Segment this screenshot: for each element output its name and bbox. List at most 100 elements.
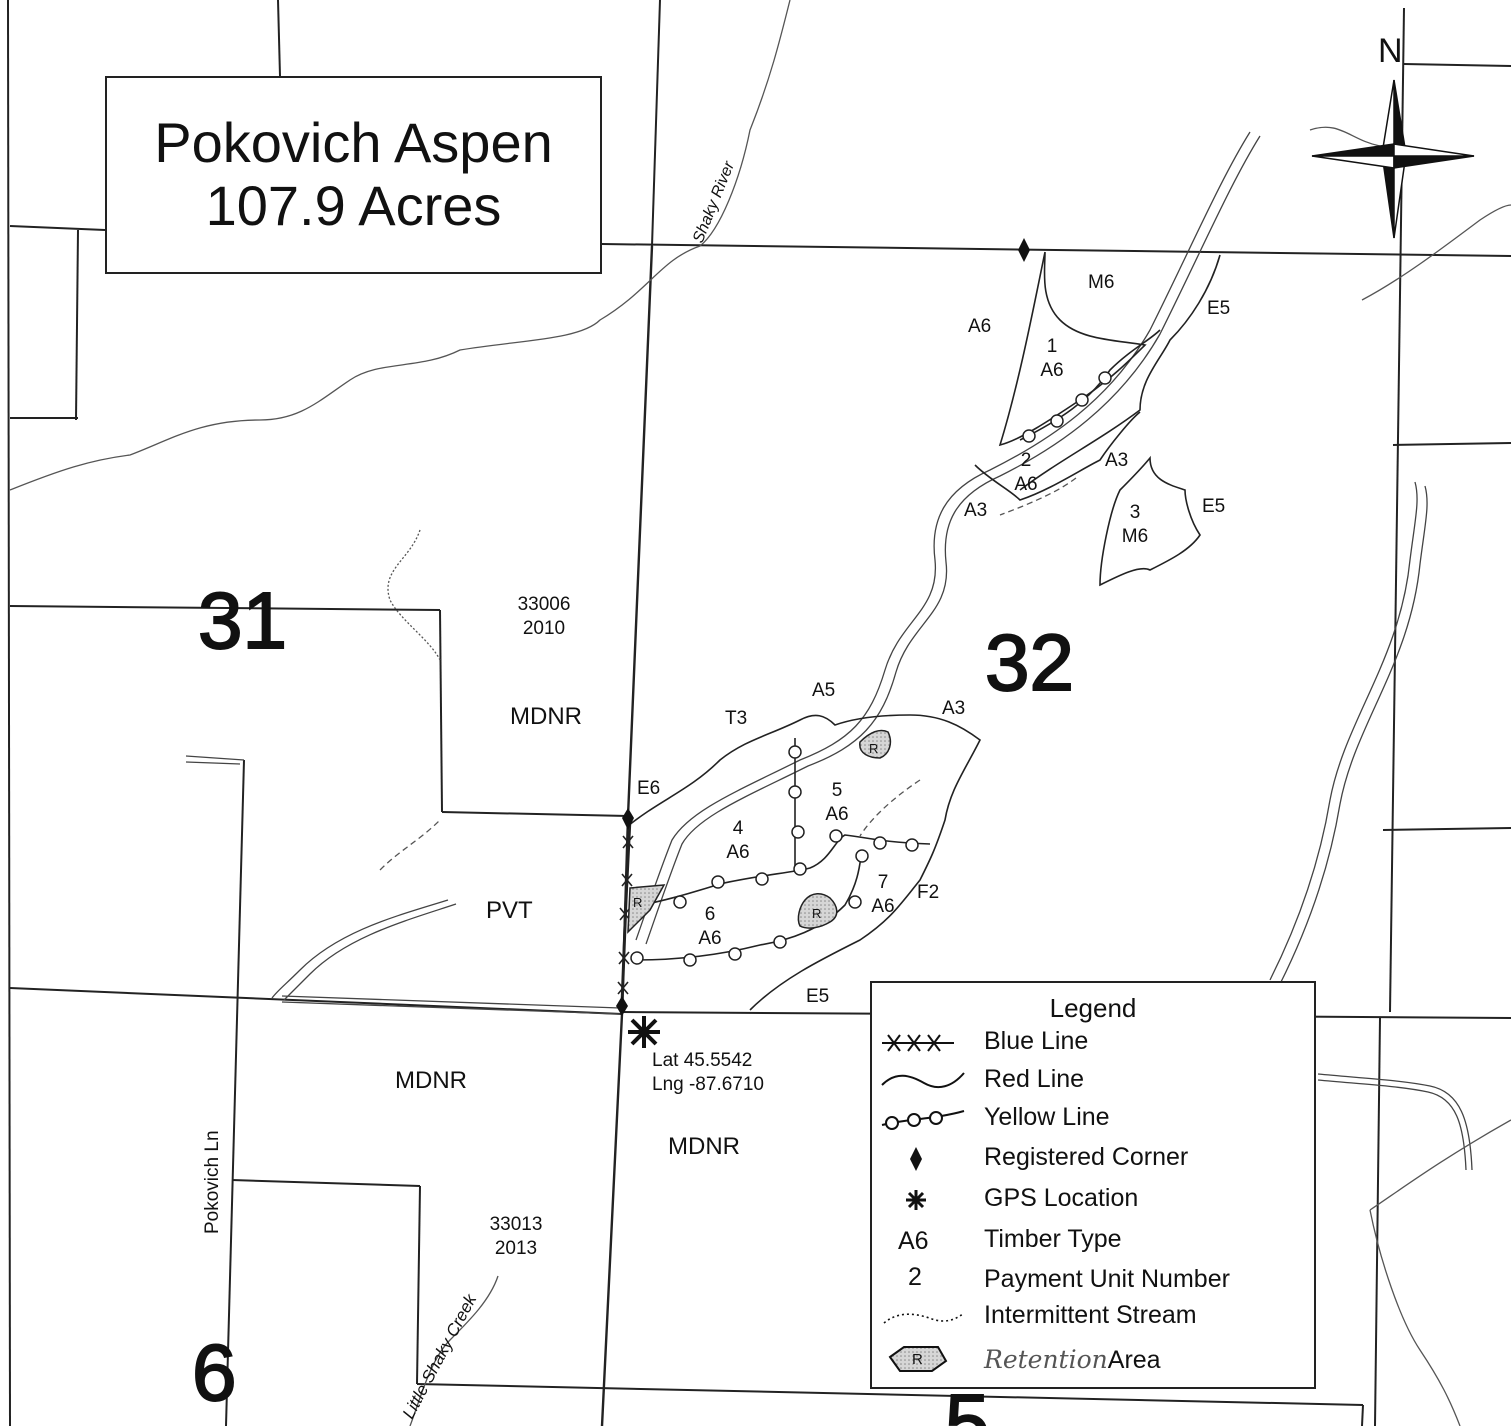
map-title-box: Pokovich Aspen 107.9 Acres bbox=[105, 76, 602, 274]
yellow-line-circle-mark bbox=[791, 825, 805, 839]
legend-label: Blue Line bbox=[984, 1027, 1089, 1055]
registered-corner-icon bbox=[616, 996, 628, 1016]
yellow-line-circle-mark bbox=[755, 872, 769, 886]
ownership-label: MDNR bbox=[668, 1133, 740, 1160]
retention-areas bbox=[627, 729, 892, 934]
retention-marker: R bbox=[633, 895, 642, 910]
retention-area-3 bbox=[627, 884, 666, 934]
legend-handwritten: Retention bbox=[984, 1345, 1108, 1374]
intermittent-stream-6 bbox=[1369, 1209, 1461, 1426]
legend-label: Timber Type bbox=[984, 1225, 1122, 1253]
retention-area-1 bbox=[859, 729, 892, 759]
yellow-line-circle-mark bbox=[773, 935, 787, 949]
yellow-line-icon bbox=[881, 1110, 965, 1130]
timber-type-label: F2 bbox=[917, 882, 939, 903]
little-shaky-creek-label: Little Shaky Creek bbox=[399, 1290, 481, 1422]
yellow-line-circle-mark bbox=[1022, 429, 1036, 443]
payment-unit-type: M6 bbox=[1122, 526, 1148, 547]
legend-item-blue-line: Blue Line bbox=[872, 1023, 1314, 1063]
blue-line bbox=[620, 817, 632, 1005]
stand-year: 2010 bbox=[523, 618, 565, 639]
timber-type-label: E5 bbox=[1202, 496, 1225, 517]
yellow-line-marks bbox=[630, 371, 1112, 967]
north-arrow-icon bbox=[1311, 79, 1475, 239]
intermittent-stream-5 bbox=[1369, 1119, 1511, 1211]
intermittent-stream-2 bbox=[379, 819, 441, 871]
intermittent-stream-7 bbox=[1361, 204, 1511, 301]
legend-item-payment-unit: 2 Payment Unit Number bbox=[872, 1259, 1314, 1299]
blue-line-icon bbox=[882, 1034, 954, 1052]
timber-type-label: A3 bbox=[942, 698, 965, 719]
legend-label: Payment Unit Number bbox=[984, 1265, 1230, 1293]
map-title: Pokovich Aspen bbox=[154, 111, 553, 174]
timber-type-label: A3 bbox=[1105, 450, 1128, 471]
yellow-line-circle-mark bbox=[905, 838, 919, 852]
section-line-center bbox=[600, 245, 654, 1426]
intermittent-stream-1 bbox=[387, 529, 441, 661]
payment-unit-type: A6 bbox=[1014, 474, 1037, 495]
payment-unit-number: 4 bbox=[733, 818, 744, 839]
retention-area-2 bbox=[797, 893, 838, 929]
legend-item-red-line: Red Line bbox=[872, 1061, 1314, 1101]
timber-type-label: T3 bbox=[725, 708, 747, 729]
registered-corner-icon bbox=[1018, 238, 1030, 262]
payment-unit-number: 2 bbox=[1021, 450, 1032, 471]
ownership-label: MDNR bbox=[395, 1067, 467, 1094]
unit-1-boundary bbox=[998, 251, 1147, 447]
red-line-icon bbox=[881, 1072, 965, 1089]
legend-item-yellow-line: Yellow Line bbox=[872, 1099, 1314, 1139]
legend: Legend Blue Line Red Line Yellow Line Re… bbox=[870, 981, 1316, 1389]
shaky-river-label: Shaky River bbox=[690, 159, 738, 246]
timber-type-label: A5 bbox=[812, 680, 835, 701]
payment-unit-type: A6 bbox=[698, 928, 721, 949]
retention-marker: R bbox=[869, 741, 878, 756]
timber-type-label: M6 bbox=[1088, 272, 1114, 293]
gps-longitude: Lng -87.6710 bbox=[652, 1074, 764, 1095]
blue-line-x-mark bbox=[618, 951, 630, 965]
yellow-line-circle-mark bbox=[673, 895, 687, 909]
ownership-label: MDNR bbox=[510, 703, 582, 730]
section-number-31: 31 bbox=[198, 576, 287, 665]
legend-item-timber-type: A6 Timber Type bbox=[872, 1221, 1314, 1261]
timber-type-label: E6 bbox=[637, 778, 660, 799]
yellow-line-circle-mark bbox=[683, 953, 697, 967]
stand-id: 33006 bbox=[518, 594, 571, 615]
red-lines bbox=[627, 251, 1221, 1011]
retention-area-icon: R bbox=[888, 1346, 948, 1372]
legend-label: Red Line bbox=[984, 1065, 1085, 1093]
legend-title: Legend bbox=[1049, 993, 1137, 1023]
stand-year: 2013 bbox=[495, 1238, 537, 1259]
yellow-line-circle-mark bbox=[873, 836, 887, 850]
timber-type-label: E5 bbox=[806, 986, 829, 1007]
streams bbox=[9, 0, 1511, 1426]
yellow-line-circle-mark bbox=[1050, 414, 1064, 428]
payment-unit-type: A6 bbox=[726, 842, 749, 863]
legend-label: Yellow Line bbox=[984, 1103, 1110, 1131]
yellow-line-circle-mark bbox=[848, 895, 862, 909]
yellow-line-circle-mark bbox=[855, 849, 869, 863]
gps-location-icon bbox=[628, 1016, 660, 1048]
yellow-line-circle-mark bbox=[630, 951, 644, 965]
payment-unit-number: 5 bbox=[832, 780, 843, 801]
legend-item-registered-corner: Registered Corner bbox=[872, 1139, 1314, 1179]
legend-label: Area bbox=[1107, 1346, 1161, 1374]
yellow-line-circle-mark bbox=[1098, 371, 1112, 385]
yellow-line-circle-mark bbox=[793, 862, 807, 876]
timber-type-label: A6 bbox=[968, 316, 991, 337]
yellow-line-circle-mark bbox=[829, 829, 843, 843]
yellow-line-circle-mark bbox=[1075, 393, 1089, 407]
legend-label-retention: RetentionArea bbox=[984, 1345, 1161, 1375]
unit-2-boundary bbox=[974, 411, 1141, 501]
blue-line-x-mark bbox=[621, 873, 633, 887]
unit-3-boundary bbox=[1099, 455, 1201, 587]
retention-marker: R bbox=[812, 906, 821, 921]
gps-latitude: Lat 45.5542 bbox=[652, 1050, 752, 1071]
yellow-line-circle-mark bbox=[728, 947, 742, 961]
legend-label: GPS Location bbox=[984, 1184, 1139, 1212]
payment-unit-number: 3 bbox=[1130, 502, 1141, 523]
intermittent-stream-8 bbox=[1309, 126, 1381, 147]
yellow-line-circle-mark bbox=[711, 875, 725, 889]
trails bbox=[185, 131, 1473, 1171]
registered-corners bbox=[616, 238, 1030, 1016]
